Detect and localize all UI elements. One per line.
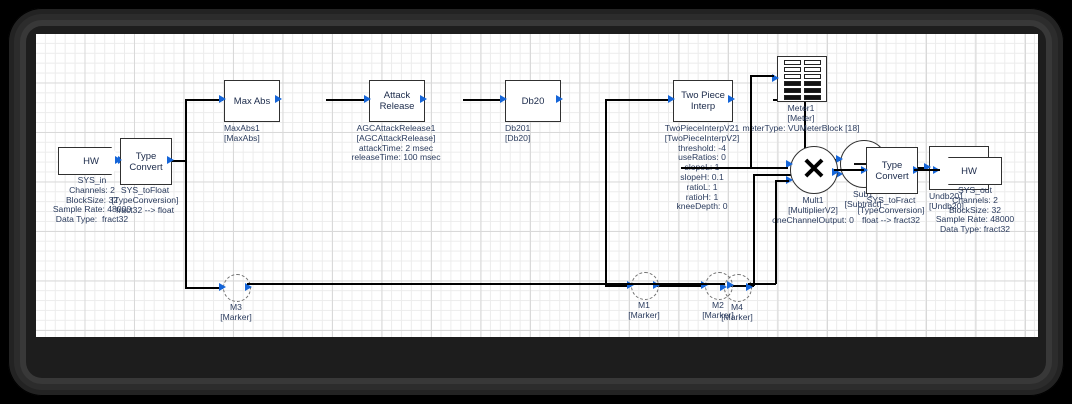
wire-maxabs-attackrelease: [326, 99, 367, 101]
wire-tofract-to-sysout: [914, 169, 940, 171]
port-meter1-in[interactable]: [772, 74, 779, 82]
port-mult1-out[interactable]: [832, 168, 839, 176]
label-m3: M3 [Marker]: [220, 302, 252, 322]
port-sub1-in-1[interactable]: [836, 155, 843, 163]
label-max-abs: MaxAbs1 [MaxAbs]: [224, 123, 260, 143]
port-mult1-in-1[interactable]: [786, 160, 793, 168]
port-m2-in[interactable]: [701, 281, 708, 289]
wire-mult1-to-tofract: [834, 169, 864, 171]
block-to-fract-title-2: Convert: [875, 170, 909, 182]
port-sub1-in-2[interactable]: [836, 170, 843, 178]
port-max-abs-out[interactable]: [275, 95, 282, 103]
label-meter1: Meter1 [Meter]: [787, 103, 815, 123]
wire-layer-feedback: [36, 34, 1038, 337]
block-to-float-title-2: Convert: [129, 161, 163, 173]
label-to-fract: SYS_toFract [TypeConversion] float --> f…: [857, 195, 925, 225]
wire-bus-to-mult1-in1: [750, 167, 788, 169]
block-layer: HW SYS_in Channels: 2 BlockSize: 32 Samp…: [36, 34, 1038, 337]
wire-attackrelease-db20: [463, 99, 503, 101]
block-type-convert-to-float[interactable]: Type Convert: [120, 138, 172, 185]
wire-undb20-bus-left: [681, 167, 751, 169]
port-to-fract-in[interactable]: [861, 166, 868, 174]
block-meter1[interactable]: [777, 56, 827, 102]
block-two-piece-interp[interactable]: Two Piece Interp: [673, 80, 733, 122]
block-sys-in-title: HW: [83, 155, 99, 167]
label-meter1-type: meterType: VUMeterBlock [18]: [742, 123, 860, 133]
block-max-abs[interactable]: Max Abs: [224, 80, 280, 122]
vu-meter-icon: [783, 58, 821, 101]
block-db20-title: Db20: [521, 95, 545, 107]
label-sys-out: SYS_out Channels: 2 BlockSize: 32 Sample…: [935, 185, 1015, 235]
port-m3-out[interactable]: [245, 283, 252, 291]
wire-m4-out: [748, 283, 776, 285]
wire-m1-m2: [657, 285, 705, 287]
port-attack-release-out[interactable]: [420, 95, 427, 103]
block-to-fract-title-1: Type: [881, 159, 903, 171]
port-db20-out[interactable]: [556, 95, 563, 103]
label-attack-release: AGCAttackRelease1 [AGCAttackRelease] att…: [351, 123, 441, 163]
label-m2: M2 [Marker]: [702, 300, 734, 320]
port-to-float-out[interactable]: [167, 156, 174, 164]
label-sub1: Sub1 [Subtract]: [844, 189, 882, 209]
label-to-float: SYS_toFloat [TypeConversion] fract32 -->…: [111, 185, 179, 215]
wire-m3-to-m4: [247, 283, 725, 285]
wire-tofloat-branch-vertical: [185, 99, 187, 288]
block-sys-in[interactable]: HW: [58, 147, 123, 175]
wire-db20-branch-vertical: [605, 99, 607, 286]
block-attack-release-title-1: Attack: [383, 90, 411, 101]
block-two-piece-title-2: Interp: [690, 101, 716, 112]
port-m4-in[interactable]: [720, 283, 727, 291]
label-sys-in: SYS_in Channels: 2 BlockSize: 32 Sample …: [52, 175, 132, 225]
wire-tofloat-out: [169, 160, 187, 162]
wire-m4-to-mult1: [775, 180, 789, 182]
port-db20-in[interactable]: [500, 95, 507, 103]
port-attack-release-in[interactable]: [364, 95, 371, 103]
wire-m2-up: [753, 174, 755, 286]
label-m1: M1 [Marker]: [628, 300, 660, 320]
label-undb20: Undb201 [Undb20]: [929, 191, 964, 211]
block-sys-out[interactable]: HW: [937, 157, 1002, 185]
block-attack-release-title-2: Release: [379, 101, 415, 112]
label-m4: M4 [Marker]: [721, 302, 753, 322]
port-two-piece-in[interactable]: [668, 95, 675, 103]
wire-db20-to-m1: [605, 285, 631, 287]
block-two-piece-title-1: Two Piece: [681, 90, 725, 101]
port-m1-out[interactable]: [653, 281, 660, 289]
port-m3-in[interactable]: [219, 283, 226, 291]
wire-twopiece-down: [804, 99, 806, 160]
wire-db20-to-twopiece: [633, 99, 671, 101]
block-mult1[interactable]: ✕: [790, 146, 838, 194]
multiply-icon: ✕: [801, 153, 827, 186]
port-to-float-in[interactable]: [115, 156, 122, 164]
wire-tofloat-to-maxabs: [185, 99, 223, 101]
wire-tofloat-to-m3: [185, 287, 223, 289]
wire-m4-up: [775, 180, 777, 284]
port-m4-out[interactable]: [746, 283, 753, 291]
wire-db20-out: [605, 99, 641, 101]
port-mult1-in-2[interactable]: [786, 176, 793, 184]
wire-bus-to-meter1: [750, 75, 774, 77]
port-undb20-in[interactable]: [924, 163, 931, 171]
port-m1-in[interactable]: [627, 281, 634, 289]
label-mult1: Mult1 [MultiplierV2] oneChannelOutput: 0: [772, 195, 854, 225]
block-to-float-title-1: Type: [135, 150, 157, 162]
minus-icon: [854, 162, 874, 166]
block-sys-out-title: HW: [961, 165, 977, 177]
wire-bus-to-meter-vertical: [750, 75, 752, 168]
block-db20[interactable]: Db20: [505, 80, 561, 122]
block-max-abs-title: Max Abs: [233, 95, 271, 107]
label-db20: Db201 [Db20]: [505, 123, 531, 143]
port-max-abs-in[interactable]: [219, 95, 226, 103]
port-two-piece-out[interactable]: [728, 95, 735, 103]
